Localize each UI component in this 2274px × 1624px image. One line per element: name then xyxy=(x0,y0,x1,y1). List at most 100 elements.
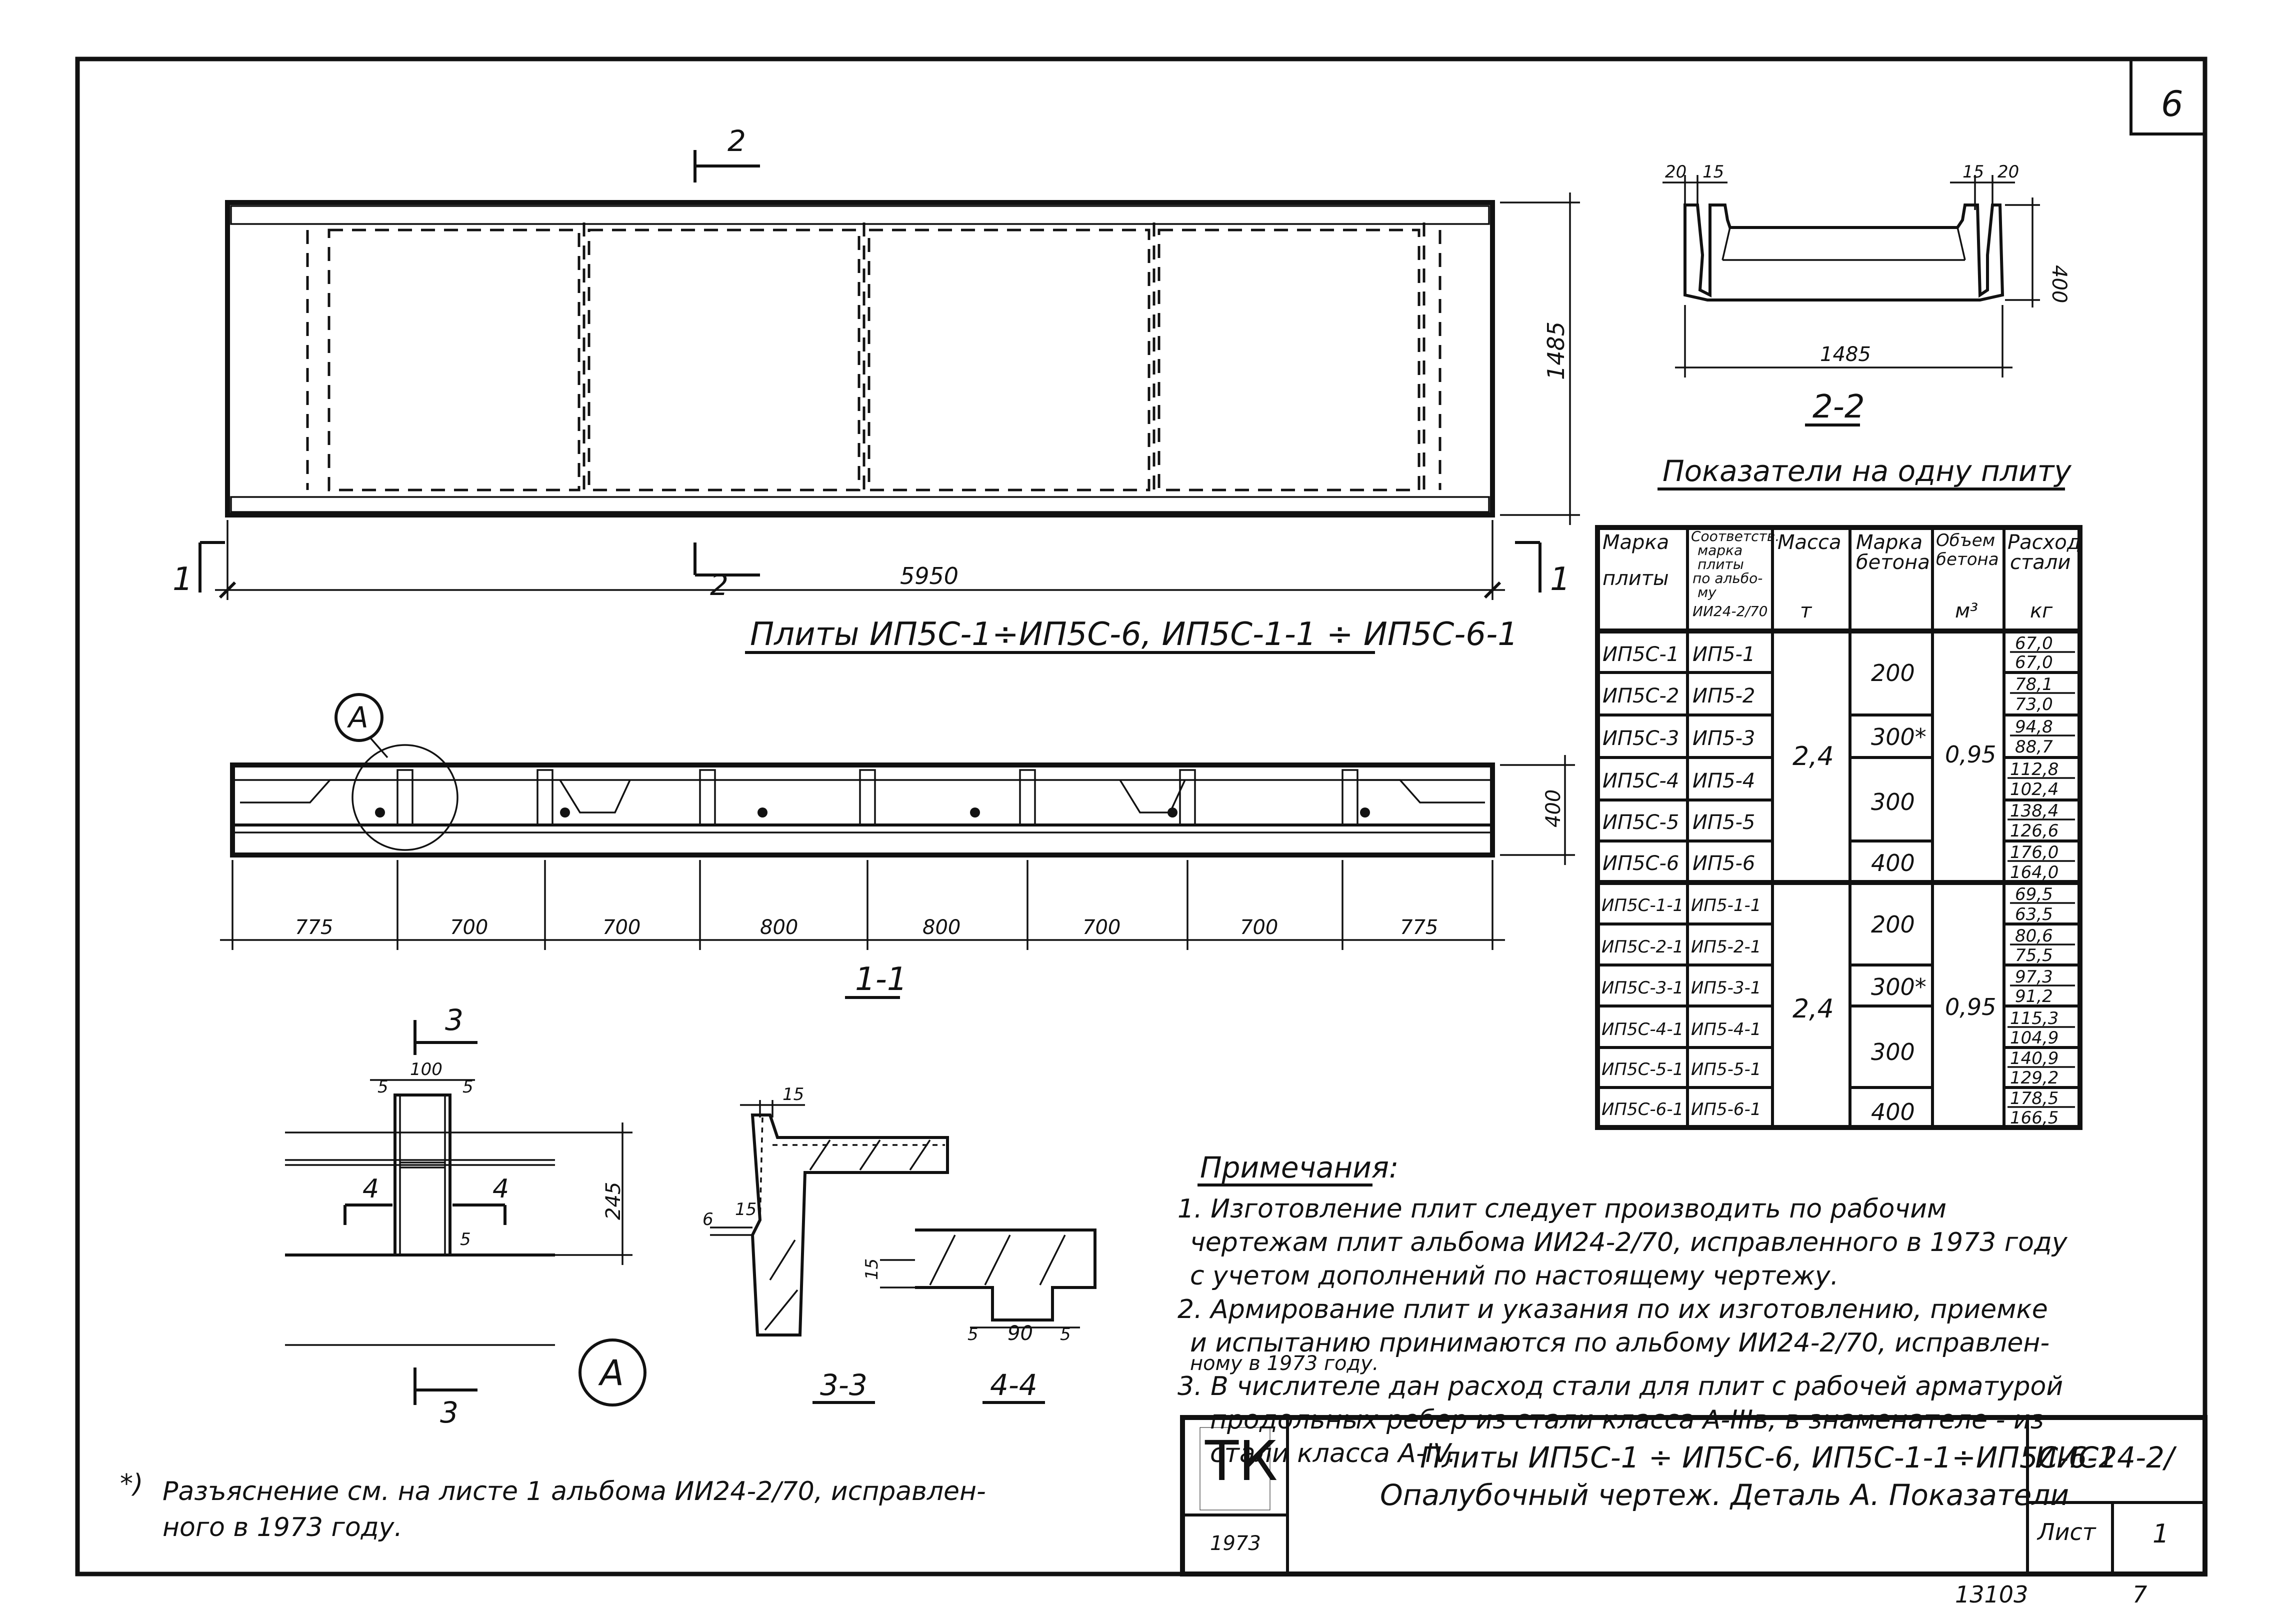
g1-mass: 2,4 xyxy=(1792,742,1834,772)
g1-steel-den: 73,0 xyxy=(2015,694,2053,714)
note-line: с учетом дополнений по настоящему чертеж… xyxy=(1190,1261,1838,1291)
group1-rows: ИП5С-1 ИП5-1 ИП5С-2 ИП5-2 ИП5С-3 ИП5-3 И… xyxy=(1602,634,2075,882)
g1-volume: 0,95 xyxy=(1945,741,1996,768)
g2-volume: 0,95 xyxy=(1945,994,1996,1020)
title-block-sheet-label: Лист xyxy=(2036,1518,2096,1546)
hdr-equiv-6: ИИ24-2/70 xyxy=(1692,603,1768,620)
hdr-steel-1: Расход xyxy=(2008,531,2080,554)
span-dim: 800 xyxy=(760,916,798,939)
span-dim: 700 xyxy=(1240,916,1278,939)
g1-steel-num: 94,8 xyxy=(2015,717,2053,737)
detail-a-cut-right: 4 xyxy=(492,1174,509,1204)
g2-steel-den: 91,2 xyxy=(2015,986,2053,1006)
detail-a: 3 3 100 5 5 4 4 5 245 А xyxy=(285,1003,646,1430)
g1-equiv: ИП5-3 xyxy=(1692,727,1755,750)
footnote: *) Разъяснение см. на листе 1 альбома ИИ… xyxy=(120,1469,986,1542)
g2-equiv: ИП5-5-1 xyxy=(1691,1060,1761,1080)
section-2-2-dim-tr-b: 20 xyxy=(1998,162,2019,182)
hdr-concrete-1: Марка xyxy=(1856,531,1922,554)
section-2-2-dim-tr-a: 15 xyxy=(1962,162,1984,182)
g2-steel-den: 129,2 xyxy=(2010,1068,2058,1088)
notes-title: Примечания: xyxy=(1200,1150,1398,1184)
section-2-2-width-dim: 1485 xyxy=(1820,343,1871,366)
footnote-line-1: Разъяснение см. на листе 1 альбома ИИ24-… xyxy=(162,1476,986,1506)
detail-a-height-dim: 245 xyxy=(602,1182,625,1220)
g2-mark: ИП5С-6-1 xyxy=(1602,1100,1684,1120)
note-line: стали класса А-IV. xyxy=(1210,1438,1456,1468)
g1-steel-den: 102,4 xyxy=(2010,780,2058,800)
hdr-volume-3: м³ xyxy=(1955,600,1978,622)
section-3-3: 15 15 6 3-3 xyxy=(702,1084,949,1404)
g2-mark: ИП5С-2-1 xyxy=(1602,937,1684,957)
g1-mark: ИП5С-6 xyxy=(1602,852,1679,875)
section-1-1: А 400 775 700 700 800 800 700 700 775 1-… xyxy=(220,693,1575,999)
g2-steel-num: 69,5 xyxy=(2015,884,2053,904)
section-2-2-title: 2-2 xyxy=(1812,388,1865,426)
hdr-mass-1: Масса xyxy=(1778,531,1842,554)
section-4-4-title: 4-4 xyxy=(990,1368,1038,1402)
g1-steel-den: 67,0 xyxy=(2015,652,2053,672)
g1-steel-num: 78,1 xyxy=(2015,674,2053,694)
span-dim: 700 xyxy=(450,916,488,939)
section-2-2-dim-tl-b: 15 xyxy=(1702,162,1724,182)
g2-mark: ИП5С-4-1 xyxy=(1602,1020,1684,1040)
table-title: Показатели на одну плиту xyxy=(1662,454,2072,488)
group2-row-lines xyxy=(1598,922,2080,1089)
g2-equiv: ИП5-6-1 xyxy=(1691,1100,1761,1120)
hdr-equiv-4: по альбо- xyxy=(1692,570,1762,586)
detail-a-dim-left: 5 xyxy=(378,1077,388,1097)
g1-concrete: 300 xyxy=(1871,788,1915,816)
hdr-equiv-3: плиты xyxy=(1698,556,1744,572)
g2-steel-den: 166,5 xyxy=(2010,1108,2058,1128)
order-number: 13103 xyxy=(1955,1581,2028,1608)
section-2-top-mark: 2 xyxy=(728,124,746,158)
g2-equiv: ИП5-4-1 xyxy=(1691,1020,1761,1040)
note-line: ному в 1973 году. xyxy=(1190,1352,1379,1375)
hdr-equiv-5: му xyxy=(1698,584,1716,600)
group1-row-lines xyxy=(1598,671,2080,842)
g1-mark: ИП5С-4 xyxy=(1602,770,1679,792)
section-4-4-dim-right: 5 xyxy=(1060,1324,1071,1344)
plan-length-dim: 5950 xyxy=(900,562,958,590)
footnote-mark: *) xyxy=(120,1469,143,1499)
sheet-frame: 6 xyxy=(75,56,2208,1576)
detail-a-dim-right: 5 xyxy=(462,1077,474,1097)
g2-equiv: ИП5-3-1 xyxy=(1691,978,1761,998)
note-line: 1. Изготовление плит следует производить… xyxy=(1178,1194,1946,1224)
plan-title: Плиты ИП5С-1÷ИП5С-6, ИП5С-1-1 ÷ ИП5С-6-1 xyxy=(750,616,1518,653)
section-1-right-mark: 1 xyxy=(1550,561,1570,598)
hdr-volume-2: бетона xyxy=(1936,550,1999,570)
hdr-mark-1: Марка xyxy=(1602,531,1669,554)
hdr-equiv-2: марка xyxy=(1698,542,1742,558)
g2-steel-den: 75,5 xyxy=(2015,946,2053,966)
g1-steel-num: 176,0 xyxy=(2010,842,2058,862)
g2-mass: 2,4 xyxy=(1792,994,1834,1024)
g1-mark: ИП5С-1 xyxy=(1602,643,1679,666)
g2-mark: ИП5С-5-1 xyxy=(1602,1060,1684,1080)
g1-steel-num: 112,8 xyxy=(2010,760,2058,780)
span-dim: 700 xyxy=(602,916,640,939)
section-4-4-dim-left: 5 xyxy=(968,1324,978,1344)
page-number: 7 xyxy=(2132,1581,2147,1608)
g1-mark: ИП5С-2 xyxy=(1602,684,1679,708)
note-line: и испытанию принимаются по альбому ИИ24-… xyxy=(1190,1328,2050,1358)
g2-equiv: ИП5-2-1 xyxy=(1691,937,1761,957)
section-4-4-dim-mid: 90 xyxy=(1008,1322,1033,1345)
section-3-3-dim-top: 15 xyxy=(782,1084,804,1104)
section-3-3-dim-side-a: 15 xyxy=(735,1200,756,1220)
g2-steel-den: 63,5 xyxy=(2015,904,2053,924)
g2-mark: ИП5С-3-1 xyxy=(1602,978,1684,998)
notes: Примечания: 1. Изготовление плит следует… xyxy=(1178,1150,2068,1468)
section-4-4: 15 5 90 5 4-4 xyxy=(862,1228,1096,1404)
section-1-1-title: 1-1 xyxy=(855,961,908,998)
span-dim: 775 xyxy=(295,916,333,939)
callout-a-bubble xyxy=(334,693,384,742)
group2-rows: ИП5С-1-1 ИП5-1-1 ИП5С-2-1 ИП5-2-1 ИП5С-3… xyxy=(1602,884,2075,1128)
hdr-steel-2: стали xyxy=(2010,551,2070,574)
hdr-concrete-2: бетона xyxy=(1856,551,1930,574)
section-2-2: 20 15 15 20 400 1485 2-2 xyxy=(1662,162,2070,426)
g1-steel-den: 88,7 xyxy=(2015,737,2053,757)
hdr-steel-3: кг xyxy=(2030,600,2053,622)
g1-steel-den: 164,0 xyxy=(2010,862,2058,882)
g1-steel-den: 126,6 xyxy=(2010,821,2058,841)
